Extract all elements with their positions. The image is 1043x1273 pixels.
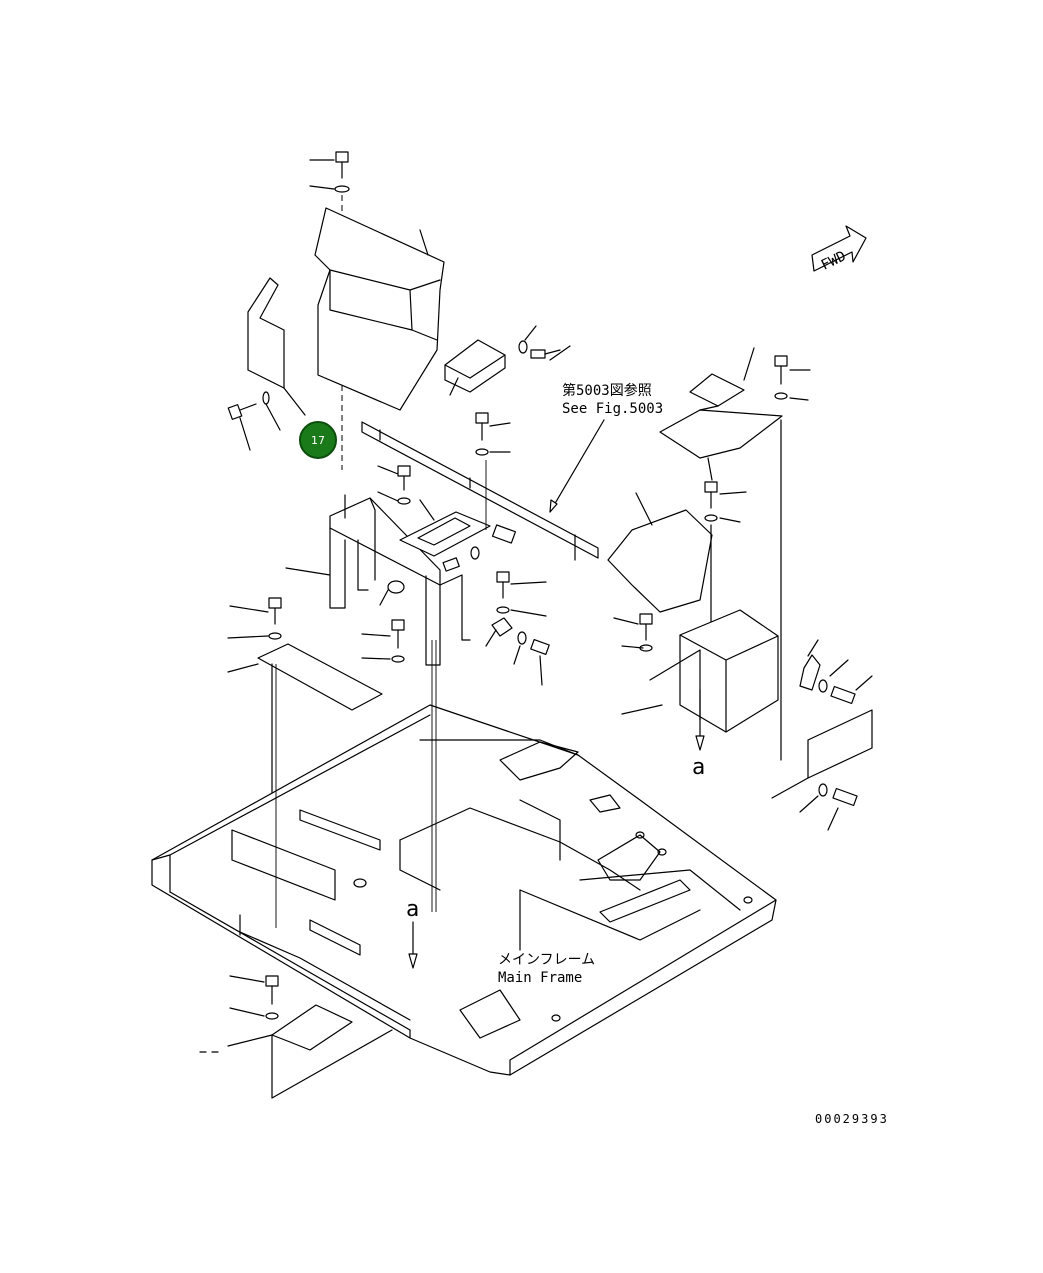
center-bracket-frame: [285, 494, 471, 666]
marker-a-center: a: [406, 897, 419, 922]
center-bolt-3: [442, 524, 517, 572]
long-rail: [361, 421, 599, 561]
right-top-bolt: [774, 355, 811, 761]
right-box-frame: [621, 609, 779, 733]
spacer: [379, 580, 405, 606]
mid-clip: [485, 617, 550, 686]
bottom-left-bolt: [229, 975, 279, 1020]
left-mid-bolt-1: [227, 597, 282, 640]
center-slot-plate: [399, 499, 491, 557]
top-bolt: [309, 151, 350, 193]
right-top-plate: [659, 347, 783, 481]
main-frame-jp: メインフレーム: [498, 952, 595, 968]
main-frame: [151, 704, 777, 1076]
mid-right-bolt: [496, 571, 547, 617]
right-cover-panel: [771, 709, 873, 799]
side-plate: [247, 277, 306, 416]
right-mid-bolt: [704, 481, 747, 641]
left-mid-bolt-2: [361, 619, 405, 663]
right-latch: [799, 639, 873, 705]
callout-17[interactable]: 17: [299, 421, 337, 459]
right-guard: [607, 492, 713, 613]
bottom-cover-plate: [199, 1004, 393, 1099]
box-bolt: [613, 613, 653, 652]
callout-17-label: 17: [311, 434, 325, 447]
marker-a-right: a: [692, 755, 705, 780]
upper-cover: [314, 207, 445, 411]
reference-en: See Fig.5003: [562, 401, 663, 417]
main-frame-en: Main Frame: [498, 970, 582, 986]
center-bolt-1: [475, 412, 511, 456]
left-bolt: [227, 391, 281, 451]
reference-jp: 第5003図参照: [562, 382, 652, 399]
right-bottom-bolt: [799, 783, 858, 831]
drawing-number: 00029393: [815, 1112, 889, 1126]
fwd-arrow-icon: FWD: [811, 225, 867, 274]
center-bolt-2: [377, 465, 411, 505]
small-bracket: [444, 325, 571, 396]
